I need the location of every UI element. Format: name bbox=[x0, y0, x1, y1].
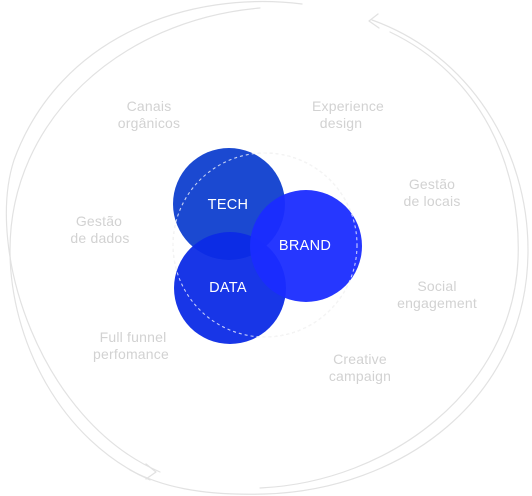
service-line: Gestão bbox=[76, 213, 122, 229]
orbit-arc-right-inner bbox=[259, 31, 519, 489]
service-line: Experience bbox=[312, 98, 384, 114]
dashed-core-ring-overlay bbox=[172, 152, 358, 338]
orbit-arc-right bbox=[129, 19, 529, 495]
service-line: Social bbox=[417, 278, 456, 294]
service-line: Gestão bbox=[409, 176, 455, 192]
orbit-arrow-icon bbox=[368, 13, 380, 29]
service-line: campaign bbox=[329, 368, 391, 384]
service-experience-design: Experience design bbox=[312, 98, 384, 131]
service-line: engagement bbox=[397, 295, 477, 311]
service-creative-campaign: Creative campaign bbox=[329, 351, 391, 384]
service-canais-organicos: Canais orgânicos bbox=[118, 98, 181, 131]
orbit-arc-left-inner bbox=[9, 7, 261, 481]
service-line: de locais bbox=[403, 193, 460, 209]
service-gestao-de-dados: Gestão de dados bbox=[70, 213, 129, 246]
orbit-ring bbox=[5, 0, 529, 495]
service-social-engagement: Social engagement bbox=[397, 278, 477, 311]
service-full-funnel-perfomance: Full funnel perfomance bbox=[93, 329, 169, 362]
service-line: de dados bbox=[70, 230, 129, 246]
service-line: orgânicos bbox=[118, 115, 181, 131]
service-line: Creative bbox=[333, 351, 387, 367]
service-line: design bbox=[320, 115, 362, 131]
tech-label: TECH bbox=[208, 197, 249, 213]
brand-label: BRAND bbox=[279, 238, 331, 254]
data-label: DATA bbox=[209, 280, 247, 296]
orbit-arrow-icon bbox=[145, 463, 157, 480]
brand-circle bbox=[250, 190, 362, 302]
service-line: Full funnel bbox=[100, 329, 167, 345]
service-line: perfomance bbox=[93, 346, 169, 362]
service-line: Canais bbox=[127, 98, 172, 114]
orbit-arc-top bbox=[5, 0, 303, 473]
service-gestao-de-locais: Gestão de locais bbox=[403, 176, 460, 209]
